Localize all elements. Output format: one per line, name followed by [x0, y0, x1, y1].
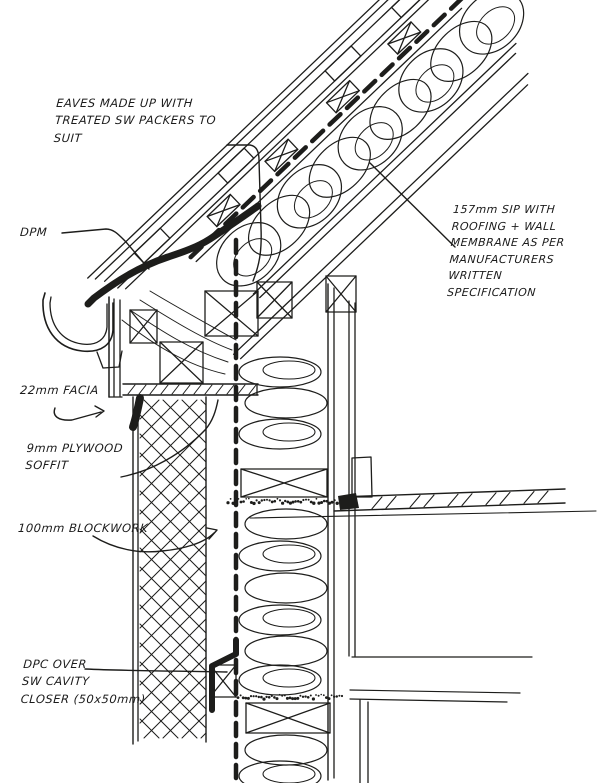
label-eaves-note: EAVES MADE UP WITH TREATED SW PACKERS TO… — [53, 96, 217, 145]
label-blockwork: 100mm BLOCKWORK — [17, 521, 149, 535]
blockwork-outer-leaf — [132, 396, 207, 745]
gutter — [42, 292, 123, 369]
eaves-packers — [129, 275, 357, 384]
roof-insulation — [216, 0, 525, 287]
inner-lining — [327, 283, 533, 783]
label-dpc: DPC OVER SW CAVITY CLOSER (50x50mm) — [20, 657, 147, 706]
leader-lines — [53, 144, 456, 673]
label-sip: 157mm SIP WITH ROOFING + WALL MEMBRANE A… — [446, 203, 566, 299]
wall-insulation — [238, 356, 331, 783]
dpc-cavity-closer — [209, 637, 344, 713]
roof-sip-skin-lines — [232, 42, 529, 360]
dpm-flashing — [84, 202, 262, 431]
fascia-board — [108, 296, 123, 398]
first-floor — [226, 456, 597, 519]
label-soffit: 9mm PLYWOOD SOFFIT — [24, 441, 124, 473]
label-facia: 22mm FACIA — [19, 383, 100, 397]
label-dpm: DPM — [19, 225, 48, 239]
roof-membrane-dashed — [188, 0, 464, 260]
